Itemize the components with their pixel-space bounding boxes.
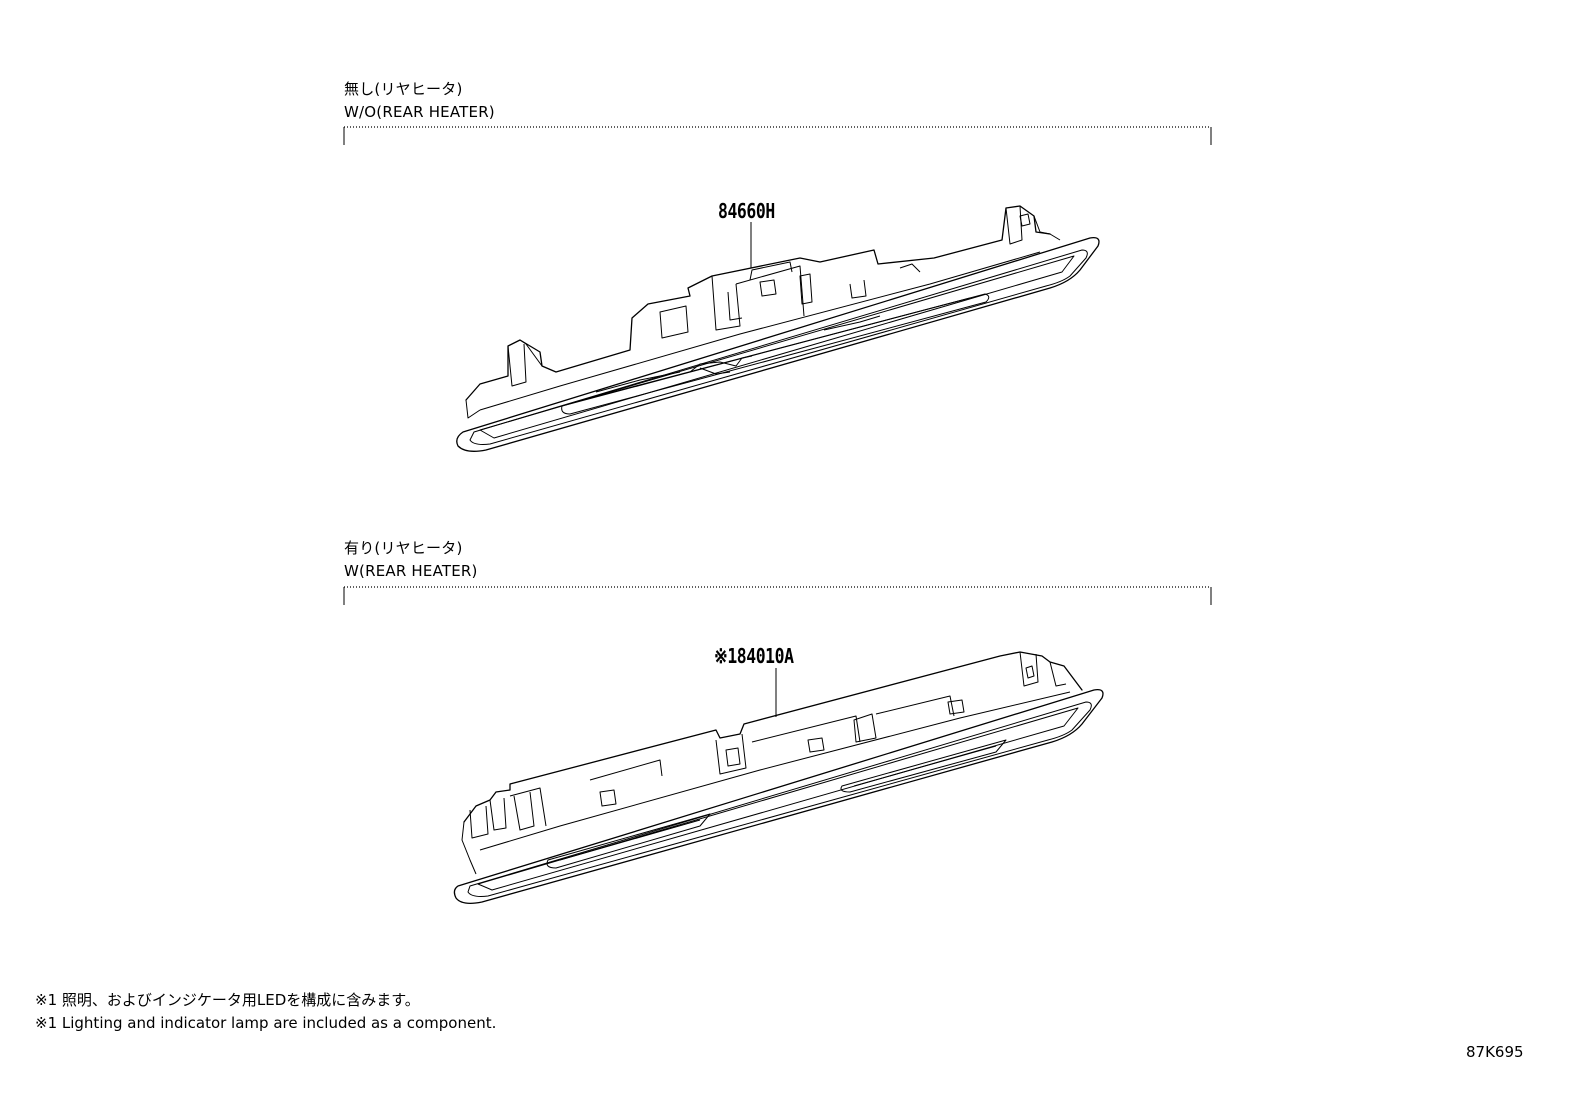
- stop-lamp-84660h-drawing: [456, 205, 1100, 452]
- diagram-reference-code: 87K695: [1466, 1043, 1524, 1061]
- part-number-84660h[interactable]: 84660H: [718, 199, 775, 223]
- section-1-label-en: W/O(REAR HEATER): [344, 103, 495, 121]
- footnote-ja: ※1 照明、およびインジケータ用LEDを構成に含みます。: [35, 991, 420, 1009]
- stop-lamp-84010a-drawing: [453, 651, 1104, 904]
- section-2-label-en: W(REAR HEATER): [344, 562, 478, 580]
- part-number-84010a[interactable]: ※184010A: [714, 644, 794, 668]
- section-1-bracket: [343, 126, 1212, 145]
- footnote-en: ※1 Lighting and indicator lamp are inclu…: [35, 1014, 497, 1032]
- section-2-bracket: [343, 586, 1212, 605]
- section-2-label-ja: 有り(リヤヒータ): [344, 539, 463, 557]
- section-1-label-ja: 無し(リヤヒータ): [344, 80, 463, 98]
